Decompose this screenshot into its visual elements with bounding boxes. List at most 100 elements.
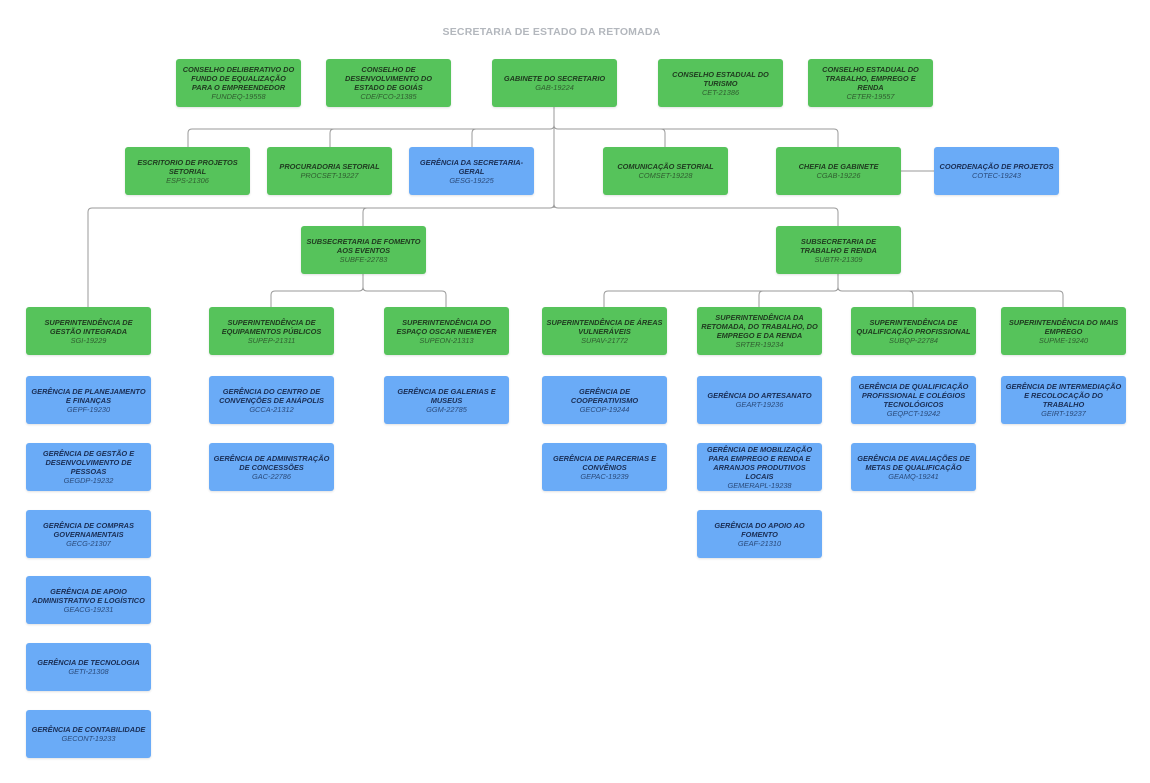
node-code: SRTER-19234 <box>735 340 784 349</box>
node-name: COORDENAÇÃO DE PROJETOS <box>939 162 1054 171</box>
node-geaf[interactable]: GERÊNCIA DO APOIO AO FOMENTO GEAF-21310 <box>697 510 822 558</box>
node-code: GECONT-19233 <box>61 734 116 743</box>
node-sgi[interactable]: SUPERINTENDÊNCIA DE GESTÃO INTEGRADA SGI… <box>26 307 151 355</box>
node-name: GERÊNCIA DE COOPERATIVISMO <box>570 386 639 405</box>
node-code: GEQPCT-19242 <box>886 409 941 418</box>
node-name: GABINETE DO SECRETARIO <box>503 74 606 83</box>
node-gecont[interactable]: GERÊNCIA DE CONTABILIDADE GECONT-19233 <box>26 710 151 758</box>
node-cet[interactable]: CONSELHO ESTADUAL DO TURISMO CET-21386 <box>658 59 783 107</box>
node-name: GERÊNCIA DE AVALIAÇÕES DE METAS DE QUALI… <box>857 453 970 472</box>
node-name: GERÊNCIA DE CONTABILIDADE <box>31 725 146 734</box>
node-code: FUNDEQ-19558 <box>211 92 266 101</box>
node-geacg[interactable]: GERÊNCIA DE APOIO ADMINISTRATIVO E LOGÍS… <box>26 576 151 624</box>
node-name: SUPERINTENDÊNCIA DE QUALIFICAÇÃO PROFISS… <box>856 317 971 336</box>
node-name: GERÊNCIA DE APOIO ADMINISTRATIVO E LOGÍS… <box>32 586 145 605</box>
node-name: GERÊNCIA DE GESTÃO E DESENVOLVIMENTO DE … <box>42 449 135 476</box>
chart-title: SECRETARIA DE ESTADO DA RETOMADA <box>442 26 661 38</box>
node-name: GERÊNCIA DE INTERMEDIAÇÃO E RECOLOCAÇÃO … <box>1005 382 1122 409</box>
node-supeon[interactable]: SUPERINTENDÊNCIA DO ESPAÇO OSCAR NIEMEYE… <box>384 307 509 355</box>
node-supme[interactable]: SUPERINTENDÊNCIA DO MAIS EMPREGO SUPME-1… <box>1001 307 1126 355</box>
node-geqpct[interactable]: GERÊNCIA DE QUALIFICAÇÃO PROFISSIONAL E … <box>851 376 976 424</box>
node-code: GEMERAPL-19238 <box>727 480 792 490</box>
node-code: GCCA-21312 <box>249 404 294 414</box>
node-code: SUBFE-22783 <box>339 254 388 264</box>
node-name: GERÊNCIA DA SECRETARIA-GERAL <box>419 157 524 176</box>
node-code: GECG-21307 <box>66 538 111 548</box>
node-code: CETER-19557 <box>846 92 895 101</box>
node-name: GERÊNCIA DO ARTESANATO <box>707 391 812 400</box>
node-cgab[interactable]: CHEFIA DE GABINETE CGAB-19226 <box>776 147 901 195</box>
node-comset[interactable]: COMUNICAÇÃO SETORIAL COMSET-19228 <box>603 147 728 195</box>
node-code: SUPEP-21311 <box>247 335 296 345</box>
node-code: GETI-21308 <box>68 667 109 676</box>
node-name: SUPERINTENDÊNCIA DA RETOMADA, DO TRABALH… <box>701 313 818 340</box>
node-code: GEART-19236 <box>735 400 784 409</box>
node-name: SUPERINTENDÊNCIA DO ESPAÇO OSCAR NIEMEYE… <box>396 317 497 336</box>
node-subtr[interactable]: SUBSECRETARIA DE TRABALHO E RENDA SUBTR-… <box>776 226 901 274</box>
node-name: GERÊNCIA DE ADMINISTRAÇÃO DE CONCESSÕES <box>213 453 330 472</box>
node-name: GERÊNCIA DO CENTRO DE CONVENÇÕES DE ANÁP… <box>219 386 324 405</box>
node-code: GESG-19225 <box>449 175 494 185</box>
node-name: GERÊNCIA DE TECNOLOGIA <box>37 658 140 667</box>
node-name: CONSELHO ESTADUAL DO TRABALHO, EMPREGO E… <box>822 65 919 92</box>
node-name: SUBSECRETARIA DE TRABALHO E RENDA <box>800 236 877 255</box>
node-gcca[interactable]: GERÊNCIA DO CENTRO DE CONVENÇÕES DE ANÁP… <box>209 376 334 424</box>
node-code: SUPAV-21772 <box>581 335 628 345</box>
node-name: GERÊNCIA DE PLANEJAMENTO E FINANÇAS <box>31 386 146 405</box>
node-code: GAB-19224 <box>535 83 574 92</box>
node-code: GGM-22785 <box>426 404 467 414</box>
node-gecop[interactable]: GERÊNCIA DE COOPERATIVISMO GECOP-19244 <box>542 376 667 424</box>
node-code: SUPME-19240 <box>1038 335 1089 345</box>
node-cotec[interactable]: COORDENAÇÃO DE PROJETOS COTEC-19243 <box>934 147 1059 195</box>
node-name: COMUNICAÇÃO SETORIAL <box>617 162 714 171</box>
node-ggm[interactable]: GERÊNCIA DE GALERIAS E MUSEUS GGM-22785 <box>384 376 509 424</box>
node-gesg[interactable]: GERÊNCIA DA SECRETARIA-GERAL GESG-19225 <box>409 147 534 195</box>
node-gab[interactable]: GABINETE DO SECRETARIO GAB-19224 <box>492 59 617 107</box>
node-code: GEAMQ-19241 <box>888 471 939 481</box>
node-code: GEPF-19230 <box>66 404 111 414</box>
node-name: GERÊNCIA DE GALERIAS E MUSEUS <box>397 386 496 405</box>
node-ceter[interactable]: CONSELHO ESTADUAL DO TRABALHO, EMPREGO E… <box>808 59 933 107</box>
node-supep[interactable]: SUPERINTENDÊNCIA DE EQUIPAMENTOS PÚBLICO… <box>209 307 334 355</box>
node-geart[interactable]: GERÊNCIA DO ARTESANATO GEART-19236 <box>697 376 822 424</box>
node-code: GECOP-19244 <box>579 404 630 414</box>
node-geirt[interactable]: GERÊNCIA DE INTERMEDIAÇÃO E RECOLOCAÇÃO … <box>1001 376 1126 424</box>
node-srter[interactable]: SUPERINTENDÊNCIA DA RETOMADA, DO TRABALH… <box>697 307 822 355</box>
node-esps[interactable]: ESCRITORIO DE PROJETOS SETORIAL ESPS-213… <box>125 147 250 195</box>
node-cdefco[interactable]: CONSELHO DE DESENVOLVIMENTO DO ESTADO DE… <box>326 59 451 107</box>
node-name: CONSELHO ESTADUAL DO TURISMO <box>672 69 769 88</box>
node-subfe[interactable]: SUBSECRETARIA DE FOMENTO AOS EVENTOS SUB… <box>301 226 426 274</box>
node-name: SUPERINTENDÊNCIA DE ÁREAS VULNERÁVEIS <box>546 317 663 336</box>
node-subqp[interactable]: SUPERINTENDÊNCIA DE QUALIFICAÇÃO PROFISS… <box>851 307 976 355</box>
node-code: SGI-19229 <box>70 335 107 345</box>
node-gepac[interactable]: GERÊNCIA DE PARCERIAS E CONVÊNIOS GEPAC-… <box>542 443 667 491</box>
node-name: SUPERINTENDÊNCIA DO MAIS EMPREGO <box>1008 317 1119 336</box>
node-name: GERÊNCIA DE MOBILIZAÇÃO PARA EMPREGO E R… <box>706 444 813 481</box>
node-code: GEGDP-19232 <box>63 476 114 485</box>
node-fundeq[interactable]: CONSELHO DELIBERATIVO DO FUNDO DE EQUALI… <box>176 59 301 107</box>
node-code: GEAF-21310 <box>737 538 782 548</box>
node-name: ESCRITORIO DE PROJETOS SETORIAL <box>137 157 238 176</box>
node-gecg[interactable]: GERÊNCIA DE COMPRAS GOVERNAMENTAIS GECG-… <box>26 510 151 558</box>
node-name: CONSELHO DE DESENVOLVIMENTO DO ESTADO DE… <box>345 65 432 92</box>
node-name: GERÊNCIA DE QUALIFICAÇÃO PROFISSIONAL E … <box>858 382 969 409</box>
node-code: SUPEON-21313 <box>419 335 474 345</box>
node-gepf[interactable]: GERÊNCIA DE PLANEJAMENTO E FINANÇAS GEPF… <box>26 376 151 424</box>
node-gegdp[interactable]: GERÊNCIA DE GESTÃO E DESENVOLVIMENTO DE … <box>26 443 151 491</box>
node-name: CHEFIA DE GABINETE <box>798 162 879 171</box>
node-geamq[interactable]: GERÊNCIA DE AVALIAÇÕES DE METAS DE QUALI… <box>851 443 976 491</box>
node-code: PROCSET-19227 <box>300 171 359 180</box>
node-name: CONSELHO DELIBERATIVO DO FUNDO DE EQUALI… <box>182 65 295 92</box>
node-name: SUPERINTENDÊNCIA DE GESTÃO INTEGRADA <box>44 317 133 336</box>
node-procset[interactable]: PROCURADORIA SETORIAL PROCSET-19227 <box>267 147 392 195</box>
node-supav[interactable]: SUPERINTENDÊNCIA DE ÁREAS VULNERÁVEIS SU… <box>542 307 667 355</box>
node-code: CGAB-19226 <box>816 171 861 180</box>
node-gemerapl[interactable]: GERÊNCIA DE MOBILIZAÇÃO PARA EMPREGO E R… <box>697 443 822 491</box>
node-code: SUBQP-22784 <box>889 335 938 345</box>
node-code: COTEC-19243 <box>972 171 1021 180</box>
node-geti[interactable]: GERÊNCIA DE TECNOLOGIA GETI-21308 <box>26 643 151 691</box>
node-name: GERÊNCIA DE COMPRAS GOVERNAMENTAIS <box>43 520 134 539</box>
node-gac[interactable]: GERÊNCIA DE ADMINISTRAÇÃO DE CONCESSÕES … <box>209 443 334 491</box>
node-code: GEIRT-19237 <box>1041 409 1086 418</box>
